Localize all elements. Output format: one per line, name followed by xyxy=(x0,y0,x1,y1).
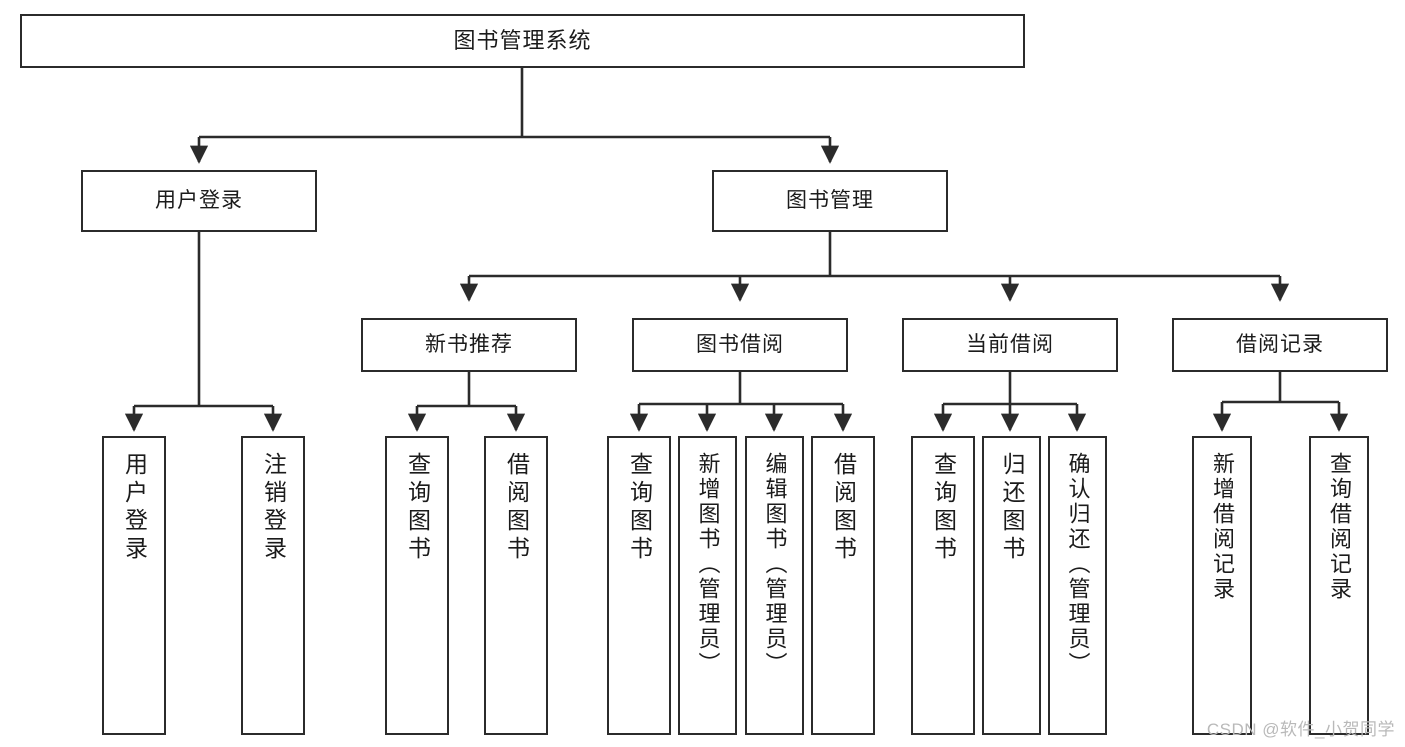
node-label: 图书管理系统 xyxy=(453,28,592,54)
node-label: 编辑图书（管理员） xyxy=(762,452,788,677)
leaf-current-return-book[interactable]: 归还图书 xyxy=(982,436,1041,735)
node-label: 借阅图书 xyxy=(503,452,530,564)
node-label: 查询借阅记录 xyxy=(1327,452,1352,602)
node-label: 新书推荐 xyxy=(425,332,513,356)
node-label: 归还图书 xyxy=(999,452,1025,564)
node-label: 用户登录 xyxy=(155,188,243,212)
node-label: 借阅记录 xyxy=(1236,332,1324,356)
node-root-system[interactable]: 图书管理系统 xyxy=(20,14,1025,68)
node-label: 注销登录 xyxy=(260,452,287,564)
node-label: 查询图书 xyxy=(626,452,653,564)
leaf-recommend-borrow-book[interactable]: 借阅图书 xyxy=(484,436,548,735)
node-label: 当前借阅 xyxy=(966,332,1054,356)
node-current-borrow[interactable]: 当前借阅 xyxy=(902,318,1118,372)
node-label: 图书借阅 xyxy=(696,332,784,356)
leaf-current-confirm-return-admin[interactable]: 确认归还（管理员） xyxy=(1048,436,1107,735)
node-label: 用户登录 xyxy=(121,452,148,564)
node-label: 查询图书 xyxy=(404,452,431,564)
node-label: 新增图书（管理员） xyxy=(695,452,721,677)
node-book-borrow[interactable]: 图书借阅 xyxy=(632,318,848,372)
node-book-management[interactable]: 图书管理 xyxy=(712,170,948,232)
node-borrow-record[interactable]: 借阅记录 xyxy=(1172,318,1388,372)
leaf-borrow-add-book-admin[interactable]: 新增图书（管理员） xyxy=(678,436,737,735)
node-label: 确认归还（管理员） xyxy=(1065,452,1091,677)
leaf-borrow-borrow-book[interactable]: 借阅图书 xyxy=(811,436,875,735)
leaf-record-add-record[interactable]: 新增借阅记录 xyxy=(1192,436,1252,735)
csdn-watermark: CSDN @软件_小贺同学 xyxy=(1206,720,1395,739)
leaf-record-query-record[interactable]: 查询借阅记录 xyxy=(1309,436,1369,735)
node-label: 图书管理 xyxy=(786,188,874,212)
leaf-current-query-book[interactable]: 查询图书 xyxy=(911,436,975,735)
leaf-user-login-login[interactable]: 用户登录 xyxy=(102,436,166,735)
node-label: 借阅图书 xyxy=(830,452,857,564)
node-label: 查询图书 xyxy=(930,452,957,564)
leaf-user-login-logout[interactable]: 注销登录 xyxy=(241,436,305,735)
leaf-borrow-query-book[interactable]: 查询图书 xyxy=(607,436,671,735)
node-new-book-recommend[interactable]: 新书推荐 xyxy=(361,318,577,372)
node-user-login[interactable]: 用户登录 xyxy=(81,170,317,232)
leaf-recommend-query-book[interactable]: 查询图书 xyxy=(385,436,449,735)
node-label: 新增借阅记录 xyxy=(1210,452,1235,602)
leaf-borrow-edit-book-admin[interactable]: 编辑图书（管理员） xyxy=(745,436,804,735)
